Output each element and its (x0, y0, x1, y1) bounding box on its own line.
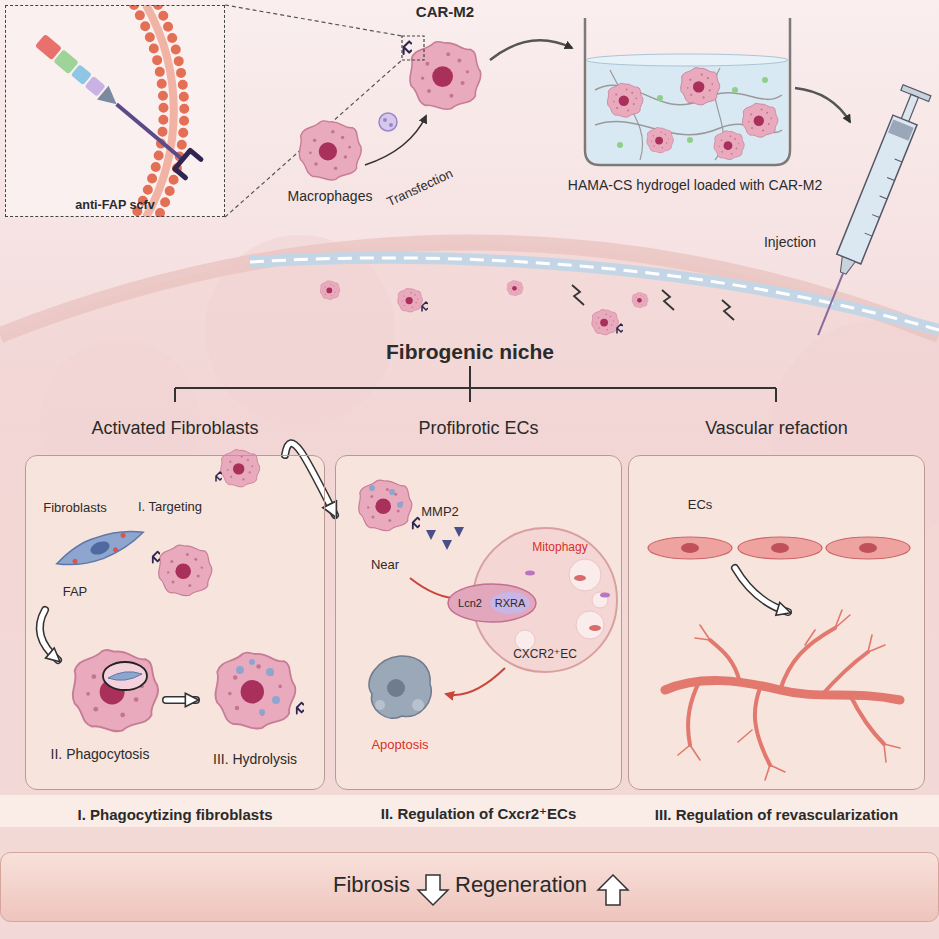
figure-label: FAP (63, 585, 88, 599)
outcome-text: Regeneration (455, 872, 587, 898)
inset-membrane (5, 5, 225, 217)
floating-cells (320, 280, 734, 334)
figure-label: Macrophages (288, 189, 373, 204)
panel-heading: Vascular refaction (609, 418, 939, 439)
figure-label: RXRA (495, 597, 526, 609)
panel-caption: I. Phagocytizing fibroblasts (0, 806, 354, 823)
panel-ecs-art (359, 480, 617, 718)
figure-label: Lcn2 (458, 597, 482, 609)
figure-label: II. Phagocytosis (51, 747, 150, 762)
panel-heading: Activated Fibroblasts (6, 418, 344, 439)
flow-arrow (285, 443, 335, 515)
panel-fibroblasts-art (40, 450, 304, 732)
figure-label: MMP2 (421, 505, 459, 519)
mechanism-panel: Vascular refactionIII. Regulation of rev… (628, 455, 925, 790)
outcome-text: Fibrosis (333, 872, 410, 898)
figure-label: Transfection (385, 167, 455, 210)
inset-box: anti-FAP scfv (5, 5, 225, 217)
figure-label: Injection (764, 235, 816, 250)
figure-label: Mitophagy (532, 541, 587, 554)
figure-label: ECs (688, 498, 713, 512)
figure-label: Near (371, 558, 399, 572)
figure-label: CAR-M2 (416, 4, 474, 21)
panel-heading: Profibrotic ECs (316, 418, 641, 439)
car-macrophage (402, 36, 481, 109)
panel-caption: II. Regulation of Cxcr2⁺ECs (306, 805, 651, 823)
panel-vessels-art (648, 537, 910, 780)
arrow-body (285, 443, 335, 515)
receptor-name: anti-FAP scfv (6, 198, 224, 212)
hydrogel-beaker (490, 18, 790, 165)
niche-bracket (175, 366, 776, 402)
arrow-outline (285, 443, 335, 515)
figure-label: I. Targeting (138, 500, 202, 514)
figure-label: HAMA-CS hydrogel loaded with CAR-M2 (568, 178, 822, 193)
panel-caption: III. Regulation of revascularization (599, 806, 939, 823)
syringe (795, 85, 931, 341)
figure-label: Fibroblasts (43, 501, 107, 515)
outcome-bar: Fibrosis Regeneration (0, 852, 939, 922)
panel-grounds (0, 455, 939, 922)
figure-label: CXCR2⁺EC (513, 648, 577, 661)
figure-label: Fibrogenic niche (386, 340, 554, 363)
figure-label: III. Hydrolysis (213, 752, 297, 767)
zoom-lines (225, 5, 402, 217)
macrophage (299, 113, 426, 180)
figure-label: Apoptosis (371, 738, 428, 752)
